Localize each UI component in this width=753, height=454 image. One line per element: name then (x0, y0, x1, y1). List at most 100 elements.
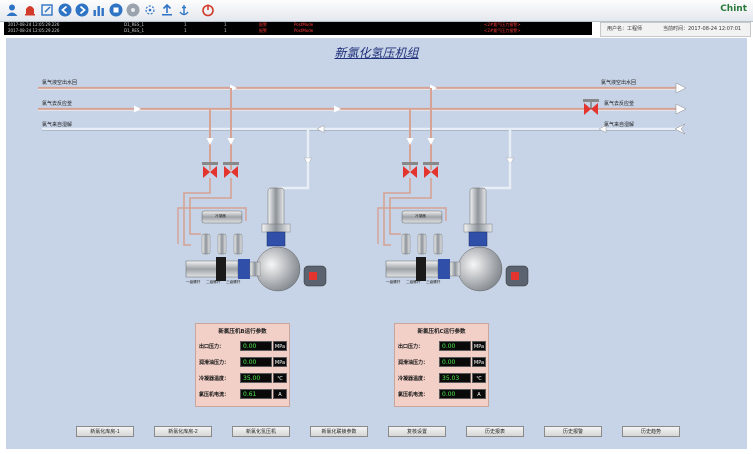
separator-b (267, 187, 285, 227)
forward-icon[interactable] (75, 3, 89, 17)
panel-title: 新氯压机B运行参数 (218, 329, 267, 335)
chart-icon[interactable] (92, 3, 106, 17)
alarm-time: 2017-08-24 12:05:29.226 (8, 28, 60, 33)
brand-name: Chint (720, 4, 747, 14)
pipe-sewer (42, 123, 686, 135)
stage2-c-label: 二级螺杆 (406, 280, 421, 284)
stage1-c-label: 一级螺杆 (386, 280, 401, 284)
flow-arrow (675, 82, 687, 94)
nav-history-alarm-button[interactable]: 历史报警 (544, 426, 602, 437)
flow-arrow (675, 103, 687, 115)
compressor-b[interactable] (185, 187, 327, 292)
stop-icon[interactable] (109, 3, 123, 17)
alarm-desc: <2#氯气压力报警> (484, 22, 521, 27)
flow-arrow (427, 138, 435, 145)
param-unit: MPa (273, 341, 287, 351)
valve-c-1[interactable] (402, 162, 418, 178)
user-icon[interactable] (5, 3, 19, 17)
cooler-c-label: 冷凝器 (415, 214, 426, 218)
param-unit: ℃ (273, 373, 287, 383)
pipe-label-sewer-right: 氯气来自湿解 (604, 122, 635, 128)
param-row: 氯压机电流： 0.61 A (199, 389, 287, 400)
pipe-label-sewer: 氯气来自湿解 (42, 122, 73, 128)
pipe-label-reaction: 氯气去反应釜 (42, 101, 73, 107)
param-value: 0.00 (240, 341, 272, 351)
upload-icon[interactable] (160, 3, 174, 17)
compressor-b-piping (177, 88, 312, 246)
alarm-col4: 1 (224, 28, 227, 33)
valve-b-1[interactable] (202, 162, 218, 178)
param-row: 润滑油压力： 0.00 MPa (398, 357, 486, 368)
param-label: 氯压机电流： (199, 392, 230, 398)
nav-compressor-button[interactable]: 新氯化氢压机 (232, 426, 290, 437)
alarm-type: PostMode (294, 28, 314, 33)
param-value: 0.00 (439, 357, 471, 367)
param-label: 出口压力： (199, 344, 225, 350)
alarm-desc: <2#氯气压力报警> (484, 28, 521, 33)
compressor-c[interactable] (385, 187, 529, 292)
param-row: 润滑油压力： 0.00 MPa (199, 357, 287, 368)
compressor-c-piping (377, 88, 514, 246)
motor-housing-b (255, 246, 301, 292)
stage3-c-label: 三级螺杆 (426, 280, 441, 284)
process-diagram (38, 82, 687, 292)
panel-title: 新氯压机C运行参数 (417, 329, 466, 335)
anchor-icon[interactable] (177, 3, 191, 17)
param-unit: A (273, 389, 287, 399)
nav-review-settings-button[interactable]: 复核设置 (388, 426, 446, 437)
alarm-col4: 1 (224, 22, 227, 27)
param-row: 氯压机电流： 0.00 A (398, 389, 486, 400)
separator-c (469, 187, 487, 227)
valve-b-2[interactable] (223, 162, 239, 178)
bell-icon[interactable] (23, 3, 37, 17)
nav-history-trend-button[interactable]: 历史趋势 (622, 426, 680, 437)
flow-arrow (304, 157, 312, 166)
cylinder-c (417, 233, 427, 255)
cooler-b-label: 冷凝器 (215, 214, 226, 218)
nav-warehouse-1-button[interactable]: 新氯化库房-1 (76, 426, 134, 437)
param-label: 冷凝器温度： (398, 376, 429, 382)
stage1-b-label: 一级螺杆 (186, 280, 201, 284)
flow-arrow (206, 138, 214, 145)
power-icon[interactable] (201, 3, 215, 17)
alarm-state: 报警 (259, 22, 267, 27)
param-value: 0.00 (240, 357, 272, 367)
valve-reaction[interactable] (583, 99, 599, 115)
nav-history-report-button[interactable]: 历史报表 (466, 426, 524, 437)
pipe-label-steam-right: 氯气液空出水回 (601, 80, 637, 86)
screw-c (385, 260, 439, 278)
nav-warehouse-2-button[interactable]: 新氯化库房-2 (154, 426, 212, 437)
pipe-label-reaction-right: 氯气去反应釜 (604, 101, 635, 107)
alarm-col3: 1 (184, 22, 187, 27)
pipe-label-steam: 氯气液空出水回 (42, 80, 78, 86)
user-info: 用户名：工程师 当前时间：2017-08-24 12:07:01 (600, 22, 751, 37)
param-unit: A (472, 389, 486, 399)
param-row: 冷凝器温度： 35.03 ℃ (398, 373, 486, 384)
param-row: 出口压力： 0.00 MPa (398, 341, 486, 352)
flow-arrow (334, 105, 341, 113)
alarm-tag: D1_RES_1 (124, 22, 145, 27)
compressor-c-params-panel: 新氯压机C运行参数 出口压力： 0.00 MPa 润滑油压力： 0.00 MPa… (394, 323, 489, 407)
flow-arrow (506, 157, 514, 166)
cooler-c (401, 210, 443, 224)
network-icon[interactable] (143, 3, 157, 17)
param-label: 润滑油压力： (199, 360, 230, 366)
stage3-b-label: 三级螺杆 (226, 280, 241, 284)
toolbar: Chint (0, 0, 753, 22)
valve-c-2[interactable] (423, 162, 439, 178)
param-unit: MPa (472, 357, 486, 367)
alarm-bar: 2017-08-24 12:05:29.226 D1_RES_1 1 1 报警 … (4, 22, 592, 35)
disc-icon[interactable] (126, 3, 140, 17)
flow-arrow (406, 138, 414, 145)
param-unit: MPa (273, 357, 287, 367)
nav-interlock-button[interactable]: 新氯化联锁参数 (310, 426, 368, 437)
cylinder-b (217, 233, 227, 255)
edit-icon[interactable] (40, 3, 54, 17)
cylinder-c (433, 233, 443, 255)
compressor-b-params-panel: 新氯压机B运行参数 出口压力： 0.00 MPa 润滑油压力： 0.00 MPa… (195, 323, 290, 407)
user-name: 用户名：工程师 (607, 26, 643, 32)
stage2-b-label: 二级螺杆 (206, 280, 221, 284)
back-icon[interactable] (58, 3, 72, 17)
param-unit: ℃ (472, 373, 486, 383)
motor-housing-c (457, 246, 503, 292)
